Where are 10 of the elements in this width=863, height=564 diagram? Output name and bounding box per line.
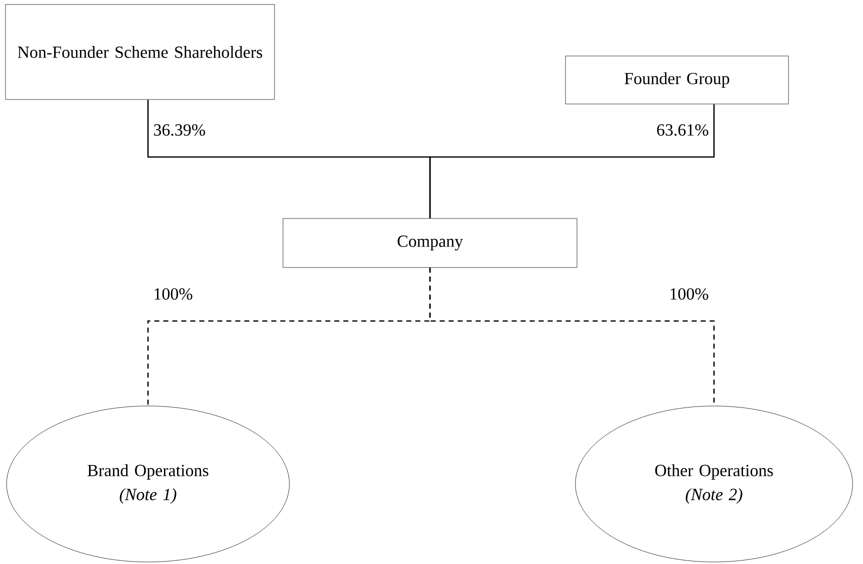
entity-box: Company (282, 218, 578, 268)
edge-label: 63.61% (657, 124, 708, 136)
entity-box: Founder Group (565, 56, 789, 104)
edge-label: 100% (670, 288, 708, 300)
ellipse-node: Brand Operations (Note 1) (6, 406, 290, 562)
connector-line (429, 104, 715, 218)
ellipse-node: Other Operations (Note 2) (575, 406, 853, 562)
edge-label: 100% (154, 288, 192, 300)
entity-box: Non-Founder Scheme Shareholders (5, 4, 275, 100)
edge-label: 36.39% (154, 124, 206, 136)
